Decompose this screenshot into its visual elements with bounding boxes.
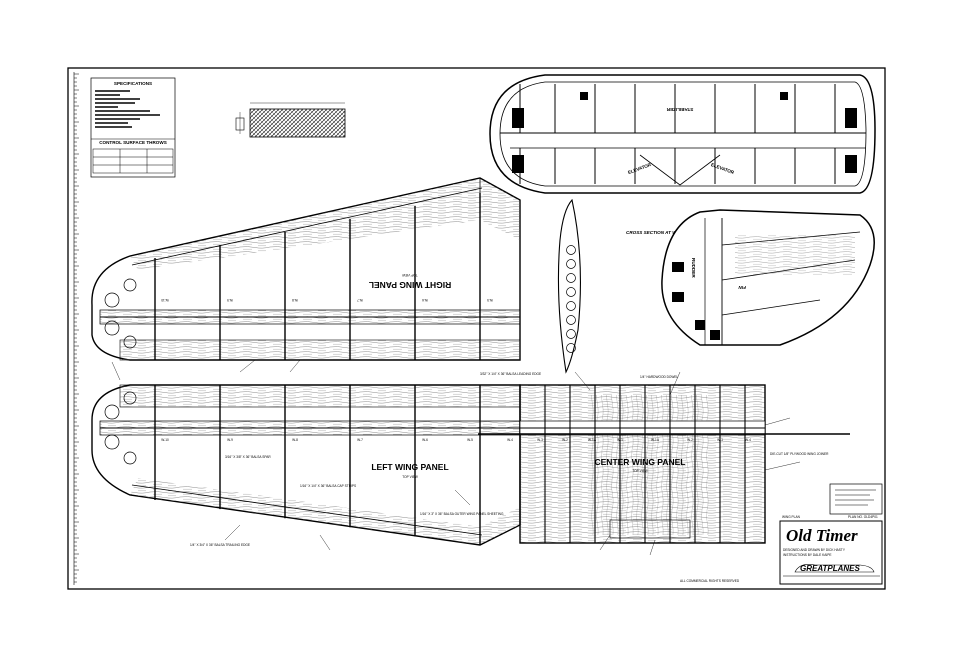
rights-notice: ALL COMMERCIAL RIGHTS RESERVED	[680, 579, 740, 583]
upper-rib-label: W-10	[161, 298, 169, 302]
hardwood-block	[512, 108, 524, 128]
lightening-hole	[566, 287, 576, 297]
hardwood-block	[845, 155, 857, 173]
lightening-hole	[566, 329, 576, 339]
center-wing-panel: CENTER WING PANEL TOP VIEW	[519, 384, 766, 544]
wing-cross-section: CROSS SECTION AT W-4	[557, 198, 681, 374]
lightening-hole	[566, 273, 576, 283]
lower-rib-label: W-3	[537, 438, 543, 442]
left-wing-top-view: TOP VIEW	[402, 475, 417, 479]
section-detail	[235, 102, 346, 138]
lower-rib-label: W-2	[687, 438, 693, 442]
callout-cap-strips: 1/16" X 1/4" X 36" BALSA CAP STRIPS	[300, 484, 356, 488]
rudder-label: RUDDER	[691, 258, 696, 278]
hardwood-block	[580, 92, 588, 100]
lightening-hole	[566, 259, 576, 269]
lower-rib-label: W-6	[422, 438, 428, 442]
callout-plywood: DIE-CUT 1/8" PLYWOOD WING JOINER	[770, 452, 829, 456]
center-wing-label: CENTER WING PANEL	[595, 457, 686, 467]
title-block: WING PLAN PLAN NO. OLD4P01 Old Timer DES…	[680, 483, 883, 585]
upper-rib-label: W-5	[487, 298, 493, 302]
lower-rib-label: W-2	[562, 438, 568, 442]
callout-sheeting: 1/16" X 3" X 36" BALSA OUTER WING PANEL …	[420, 512, 504, 516]
control-throws-heading: CONTROL SURFACE THROWS	[99, 140, 167, 145]
lower-rib-label: W-10	[161, 438, 169, 442]
rudder-fin: RUDDER FIN	[661, 209, 875, 346]
callout-leaders	[111, 359, 801, 556]
stabilizer-label: STABILIZER	[666, 107, 693, 112]
left-wing-label: LEFT WING PANEL	[371, 462, 448, 472]
plan-label: WING PLAN	[782, 515, 801, 519]
lower-rib-label: W-1A	[588, 438, 597, 442]
lower-rib-label: W-1	[617, 438, 623, 442]
designer-credit: DESIGNED AND DRAWN BY DICK HASTY	[783, 548, 846, 552]
brand-logo: GREATPLANES	[800, 564, 861, 573]
right-wing-label: RIGHT WING PANEL	[369, 280, 451, 290]
upper-rib-label: W-6	[422, 298, 428, 302]
callout-spar: 3/16" X 3/8" X 36" BALSA SPAR	[225, 455, 271, 459]
lower-rib-label: W-4	[745, 438, 751, 442]
right-wing-top-view: TOP VIEW	[402, 273, 417, 277]
hardwood-block	[780, 92, 788, 100]
lower-rib-label: W-4	[507, 438, 513, 442]
upper-rib-label: W-7	[357, 298, 363, 302]
model-title: Old Timer	[786, 526, 858, 545]
stabilizer-elevator: STABILIZER ELEVATOR ELEVATOR	[489, 74, 876, 194]
center-wing-top-view: TOP VIEW	[632, 469, 647, 473]
hardwood-block	[845, 108, 857, 128]
right-wing-panel: RIGHT WING PANEL TOP VIEW W-10 W-9 W-8 W-7 W…	[91, 177, 521, 361]
callout-leading-edge: 3/32" X 1/4" X 36" BALSA LEADING EDGE	[480, 372, 541, 376]
lightening-hole	[566, 315, 576, 325]
lower-rib-label: W-1A	[651, 438, 660, 442]
lower-rib-label: W-8	[292, 438, 298, 442]
lower-rib-label: W-5	[467, 438, 473, 442]
cross-section-label: CROSS SECTION AT W-4	[626, 230, 681, 235]
upper-rib-label: W-9	[227, 298, 233, 302]
specifications-heading: SPECIFICATIONS	[114, 81, 152, 86]
lower-rib-label: W-3	[717, 438, 723, 442]
lightening-hole	[566, 245, 576, 255]
callout-trailing-edge: 1/4" X 3/4" X 36" BALSA TRAILING EDGE	[190, 543, 250, 547]
inch-ruler	[73, 72, 79, 585]
plan-number: PLAN NO. OLD4P01	[848, 515, 878, 519]
hardwood-block	[512, 155, 524, 173]
upper-rib-label: W-8	[292, 298, 298, 302]
lower-rib-label: W-9	[227, 438, 233, 442]
lightening-hole	[566, 343, 576, 353]
instructions-credit: INSTRUCTIONS BY DALE KAIPE	[783, 553, 831, 557]
fin-label: FIN	[738, 285, 746, 290]
callout-dowel: 1/4" HARDWOOD DOWEL	[640, 375, 679, 379]
left-wing-panel: LEFT WING PANEL TOP VIEW	[91, 384, 521, 546]
specifications-box: SPECIFICATIONS CONTROL SURFACE THROWS	[90, 77, 176, 178]
lightening-hole	[566, 301, 576, 311]
lower-rib-label: W-7	[357, 438, 363, 442]
